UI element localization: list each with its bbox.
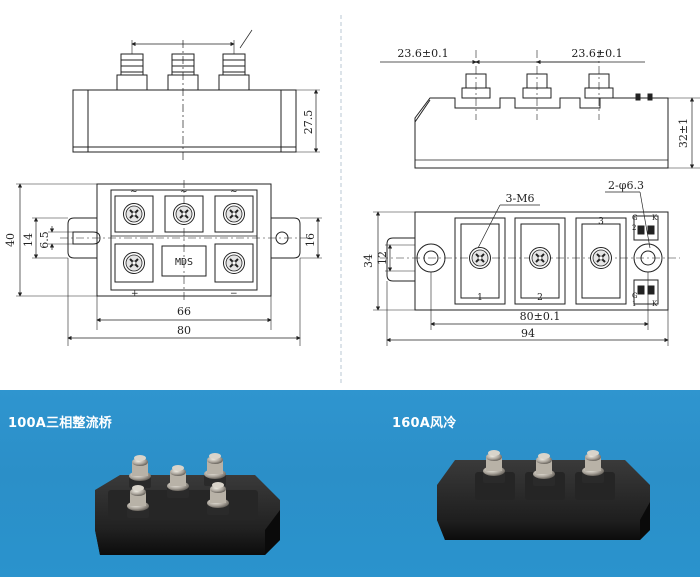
plus-mark: +: [131, 289, 139, 299]
terminal-number-1: 1: [477, 293, 483, 303]
front-height-dim: 27.5: [302, 110, 315, 135]
screw-label: 3-M6: [506, 192, 535, 205]
terminal-number-3: 3: [598, 217, 604, 227]
pitch-right-dim: 23.6±0.1: [571, 47, 622, 60]
gate-label-bottom-k: K: [652, 300, 658, 308]
brand-mark: MDS: [175, 257, 193, 268]
height-dim-40: 40: [4, 233, 17, 247]
hole-label: 2-φ6.3: [608, 179, 644, 192]
gate-label-top-2: 2: [632, 224, 636, 232]
height-dim-14: 14: [22, 233, 35, 247]
product-photos: [95, 450, 650, 555]
height-dim-16: 16: [304, 233, 317, 247]
product-caption-1: 100A三相整流桥: [8, 416, 112, 431]
pitch-left-dim: 23.6±0.1: [397, 47, 448, 60]
front-plan: [16, 180, 322, 346]
side-height-12: 12: [376, 251, 389, 265]
ac-symbol-2: ~: [180, 187, 188, 197]
terminal-number-2: 2: [537, 293, 543, 303]
side-height-34: 34: [362, 254, 375, 268]
gate-label-top-k: K: [652, 214, 658, 222]
pitch-dim-66: 66: [177, 305, 191, 318]
gate-label-bottom-g: G: [632, 292, 638, 300]
product-caption-2: 160A风冷: [392, 416, 457, 431]
side-height-dim: 32±1: [677, 118, 690, 148]
ac-symbol-3: ~: [230, 187, 238, 197]
hole-dim-6-5: 6.5: [38, 231, 51, 249]
hole-pitch-dim: 80±0.1: [520, 310, 561, 323]
technical-drawings: 27.5: [4, 15, 700, 385]
width-dim-80: 80: [177, 324, 191, 337]
front-elevation: [72, 29, 320, 160]
ac-symbol-1: ~: [130, 187, 138, 197]
product-photo-100a: [95, 453, 280, 555]
gate-label-bottom-1: 1: [632, 300, 636, 308]
side-elevation: [380, 50, 700, 169]
product-photo-160a: [437, 450, 650, 540]
total-width-dim: 94: [521, 327, 535, 340]
minus-mark: −: [230, 289, 238, 299]
gate-label-top-g: G: [632, 214, 638, 222]
